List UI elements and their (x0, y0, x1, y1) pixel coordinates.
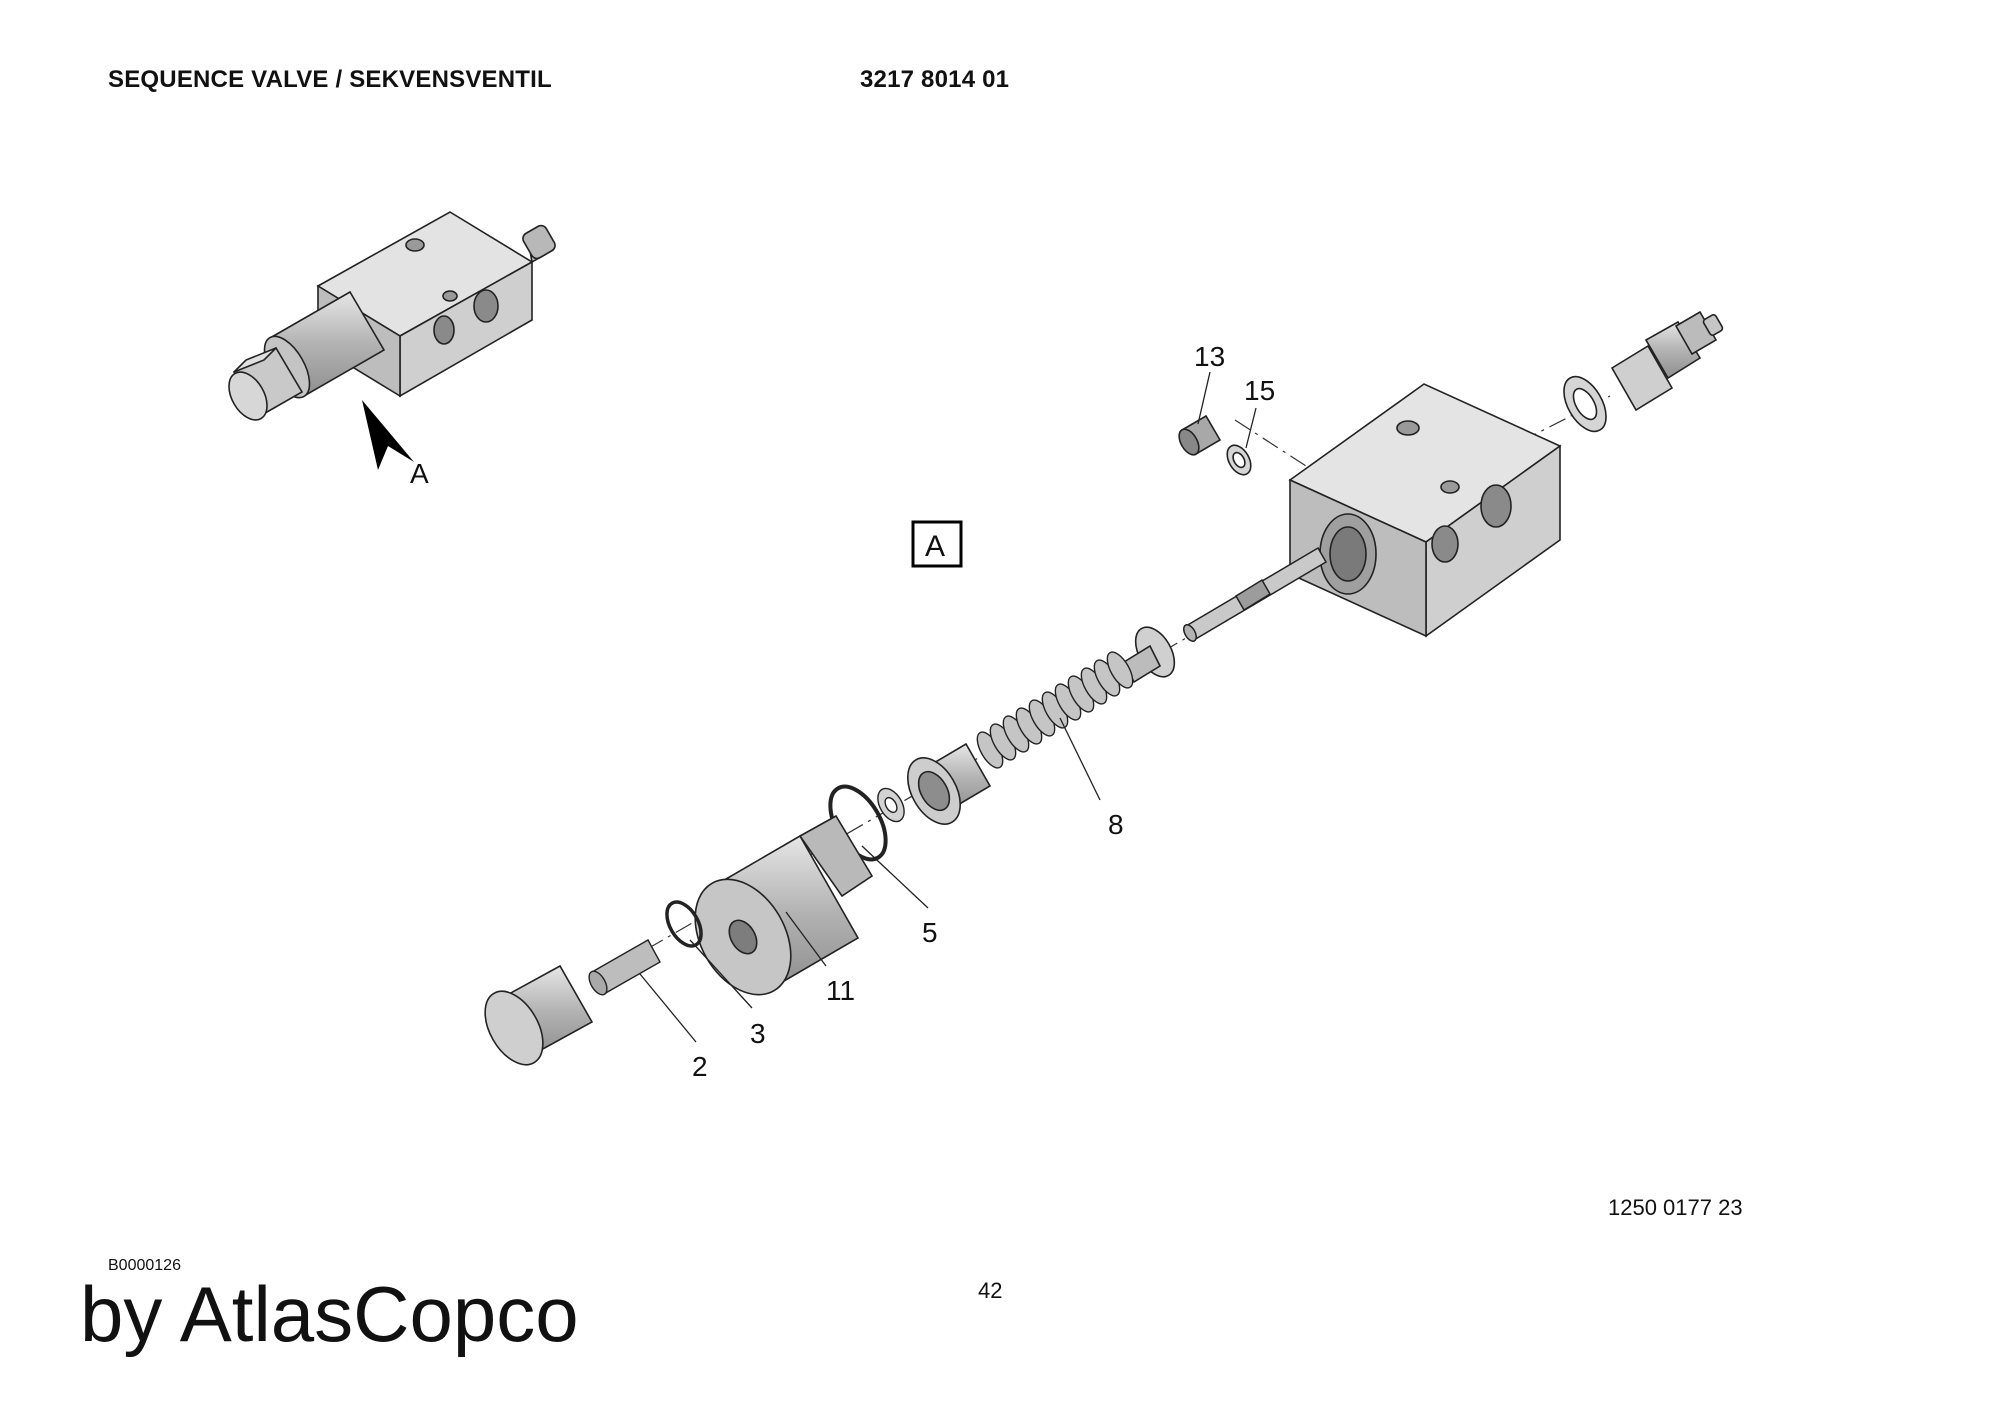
callout-13: 13 (1194, 341, 1225, 372)
spring-8 (976, 651, 1134, 769)
valve-stem (1183, 546, 1328, 642)
leader-lines (639, 371, 1257, 1043)
assembled-valve (228, 211, 556, 421)
washer-15 (1226, 444, 1252, 476)
seat-sleeve (906, 742, 992, 825)
view-marker-label: A (410, 458, 429, 489)
callout-11: 11 (826, 975, 855, 1006)
callout-8: 8 (1108, 809, 1124, 840)
page-title: SEQUENCE VALVE / SEKVENSVENTIL (108, 66, 552, 93)
callout-3: 3 (750, 1018, 766, 1049)
plug-13 (1178, 414, 1222, 456)
brand-watermark: by AtlasCopco (80, 1270, 579, 1358)
view-box (911, 520, 963, 568)
valve-block (1288, 383, 1562, 638)
document-id: B0000126 (108, 1257, 181, 1274)
o-ring-3 (665, 900, 703, 948)
right-fitting (1563, 310, 1724, 433)
small-washer (877, 787, 905, 823)
poppet (1122, 626, 1176, 684)
view-box-label: A (925, 530, 945, 563)
cap-nut (484, 964, 594, 1066)
drawing-code: 1250 0177 23 (1608, 1195, 1743, 1220)
callout-2: 2 (692, 1051, 708, 1082)
callout-15: 15 (1244, 375, 1275, 406)
view-arrow (362, 400, 414, 470)
page-number: 42 (978, 1278, 1003, 1303)
callout-5: 5 (922, 917, 938, 948)
adjust-screw-2 (588, 939, 661, 996)
part-number: 3217 8014 01 (860, 66, 1010, 93)
